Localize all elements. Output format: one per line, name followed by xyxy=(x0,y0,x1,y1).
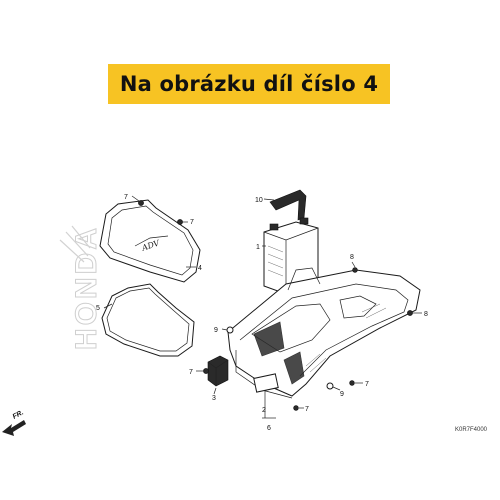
callout-7: 7 xyxy=(365,381,369,388)
battery-tray xyxy=(227,267,421,399)
honda-watermark: HONDA xyxy=(70,225,103,350)
callout-9: 9 xyxy=(214,327,218,334)
callout-10: 10 xyxy=(255,197,263,204)
label-part-2 xyxy=(253,373,279,393)
callout-4: 4 xyxy=(198,265,202,272)
fasteners xyxy=(138,200,413,411)
callout-5: 5 xyxy=(96,305,100,312)
callout-3: 3 xyxy=(212,395,216,402)
callout-8: 8 xyxy=(424,311,428,318)
banner-text: Na obrázku díl číslo 4 xyxy=(119,72,379,96)
cover-part-4: ADV xyxy=(99,199,201,283)
direction-label: FR. xyxy=(12,409,25,421)
leader-lines xyxy=(103,195,422,419)
callout-2: 2 xyxy=(262,407,266,414)
clip-part-3 xyxy=(207,355,229,387)
callout-7: 7 xyxy=(124,194,128,201)
callout-7: 7 xyxy=(189,369,193,376)
callout-6: 6 xyxy=(267,425,271,432)
callout-8: 8 xyxy=(350,254,354,261)
callout-7: 7 xyxy=(305,406,309,413)
front-arrow-icon xyxy=(2,420,26,436)
drawing-code: K0R7F4000 xyxy=(455,427,488,433)
callout-9: 9 xyxy=(340,391,344,398)
seal-part-5 xyxy=(101,283,195,357)
part-banner: Na obrázku díl číslo 4 xyxy=(108,64,390,104)
callout-1: 1 xyxy=(256,244,260,251)
honda-wing-logo xyxy=(59,225,91,263)
strap-part-10 xyxy=(269,189,307,221)
callout-7: 7 xyxy=(190,219,194,226)
battery-part-1 xyxy=(263,217,319,295)
